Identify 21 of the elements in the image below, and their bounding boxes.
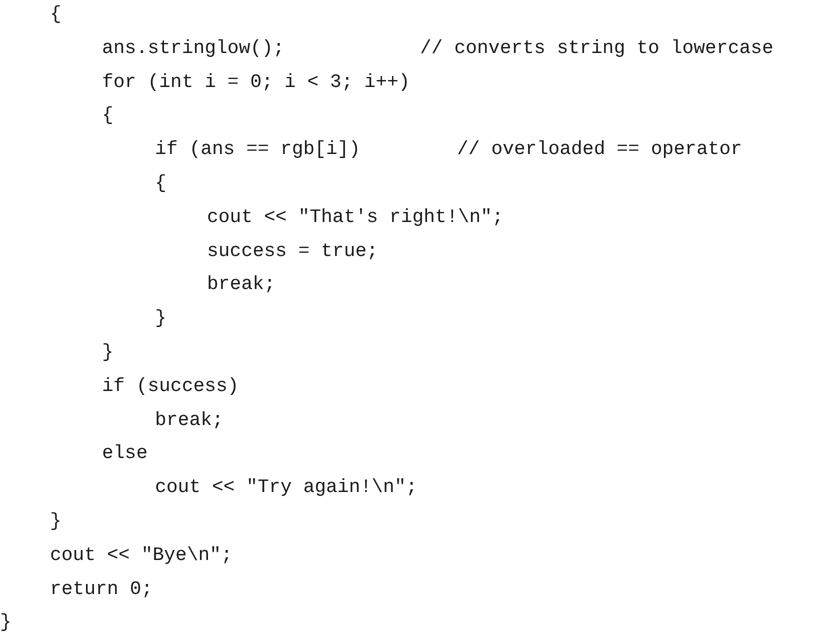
code-line: } — [102, 340, 114, 365]
code-line: { — [50, 2, 62, 27]
code-line: if (ans == rgb[i]) — [155, 137, 360, 162]
code-line: if (success) — [102, 374, 239, 399]
code-line: } — [50, 509, 62, 534]
code-line: { — [102, 103, 114, 128]
code-line: cout << "Bye\n"; — [50, 542, 232, 568]
code-line: ans.stringlow(); — [102, 36, 284, 61]
code-line: break; — [207, 272, 276, 298]
code-line: else — [102, 441, 148, 466]
code-comment: // overloaded == operator — [457, 137, 742, 162]
code-line: break; — [155, 408, 224, 433]
code-line: cout << "That's right!\n"; — [207, 204, 504, 230]
code-line: cout << "Try again!\n"; — [155, 475, 418, 500]
code-line: { — [155, 171, 166, 196]
code-line: return 0; — [50, 576, 153, 602]
code-line: } — [155, 306, 166, 332]
code-line: } — [0, 610, 12, 632]
code-line: success = true; — [207, 238, 378, 264]
code-comment: // converts string to lowercase — [420, 36, 774, 61]
code-line: for (int i = 0; i < 3; i++) — [102, 70, 410, 95]
